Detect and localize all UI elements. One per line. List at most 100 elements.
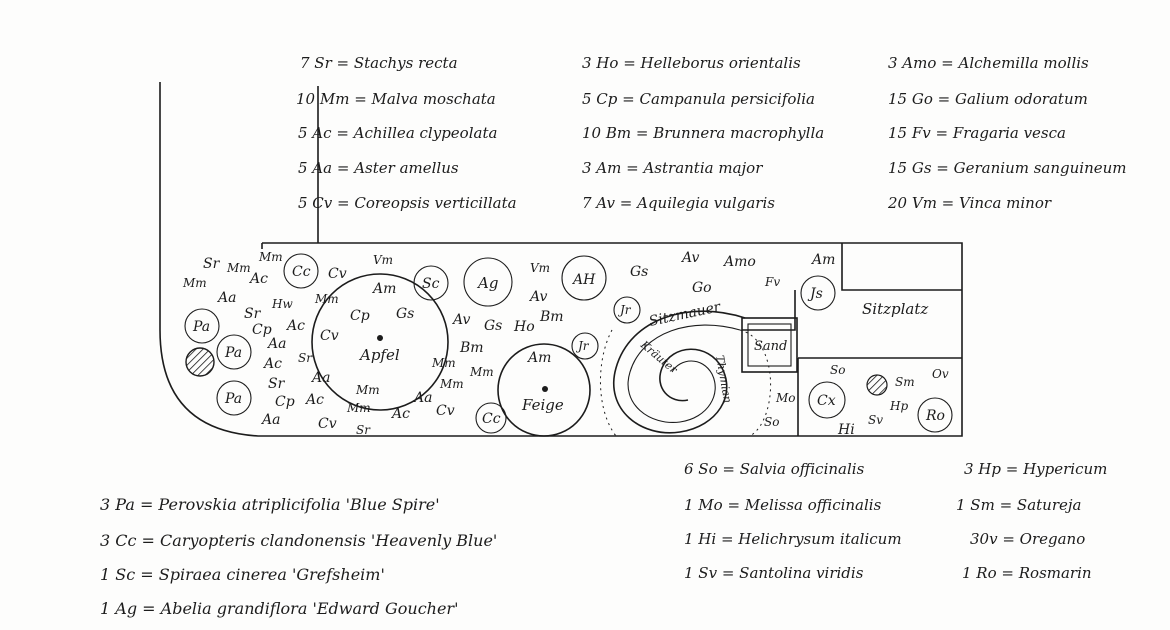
legend-av: 7 Av = Aquilegia vulgaris — [582, 194, 775, 212]
perennial-label: Am — [810, 252, 835, 268]
shrubs: Pa Pa Pa Cc Cc Sc Ag AH Jr Jr Js Cx Ro — [184, 253, 953, 434]
perennial-label: Am — [526, 350, 551, 366]
perennial-label: So — [830, 363, 845, 377]
shrub-jr-1-label: Jr — [617, 303, 632, 317]
perennial-label: Mm — [439, 377, 464, 391]
shrub-pa-3-label: Pa — [224, 391, 242, 407]
legend-mo: 1 Mo = Melissa officinalis — [684, 496, 882, 514]
fig-tree-crown — [497, 343, 591, 437]
shrub-ah — [561, 255, 607, 301]
perennial-label: Gs — [484, 318, 502, 334]
perennial-label: So — [764, 415, 779, 429]
spiral-wall-inner — [627, 324, 741, 424]
legend-hi: 1 Hi = Helichrysum italicum — [684, 530, 902, 548]
shrub-cc-1-label: Cc — [292, 264, 311, 280]
shrub-cx — [808, 381, 846, 419]
perennial-label: Sr — [356, 423, 371, 437]
legend-ho: 3 Ho = Helleborus orientalis — [582, 54, 801, 72]
thymian-label: Thymian — [713, 354, 734, 404]
perennial-label: Vm — [530, 261, 550, 275]
legend-amo: 3 Amo = Alchemilla mollis — [888, 54, 1089, 72]
spiral-wall-outer — [613, 310, 746, 434]
shrub-cx-label: Cx — [817, 393, 836, 409]
legend-ov: 30v = Oregano — [970, 530, 1085, 548]
perennial-label: Ac — [390, 406, 410, 422]
legend-sc: 1 Sc = Spiraea cinerea 'Grefsheim' — [100, 565, 385, 584]
sitzplatz-label: Sitzplatz — [862, 300, 928, 318]
shrub-ag-label: Ag — [476, 274, 498, 292]
perennial-label: Sm — [895, 375, 915, 389]
sand-label: Sand — [754, 339, 787, 354]
spiral-dotted-path — [739, 329, 772, 437]
shrub-sc-label: Sc — [422, 276, 440, 292]
perennial-label: Ac — [248, 271, 268, 287]
perennial-label: Mm — [469, 365, 494, 379]
legend-mm: 10 Mm = Malva moschata — [296, 90, 496, 108]
legend-bottom-right: 6 So = Salvia officinalis 1 Mo = Melissa… — [684, 460, 1107, 582]
fig-tree-label: Feige — [521, 396, 564, 414]
shrub-jr-2 — [571, 332, 599, 360]
perennial-labels: Sr Mm Mm Mm Ac Aa Sr Hw Mm Cp Ac Aa Ac S… — [182, 250, 949, 438]
perennial-label: Fv — [764, 275, 780, 289]
perennial-label: Aa — [310, 370, 330, 386]
perennial-label: Sr — [268, 376, 286, 392]
perennial-label: Cp — [275, 394, 295, 410]
perennial-label: Av — [680, 250, 700, 266]
perennial-label: Cv — [436, 403, 455, 419]
perennial-label: Cv — [318, 416, 337, 432]
perennial-label: Mm — [182, 276, 207, 290]
perennial-label: Aa — [266, 336, 286, 352]
perennial-label: Ov — [932, 367, 949, 381]
trees: Apfel Feige — [311, 273, 591, 437]
shrub-ah-label: AH — [571, 272, 596, 288]
perennial-label: Vm — [373, 253, 393, 267]
shrub-cc-2-label: Cc — [482, 411, 501, 427]
shrub-js — [800, 275, 836, 311]
perennial-label: Aa — [216, 290, 236, 306]
perennial-label: Sr — [203, 256, 221, 272]
legend-hp: 3 Hp = Hypericum — [964, 460, 1107, 478]
shrub-jr-1 — [613, 296, 641, 324]
perennial-label: Ac — [285, 318, 305, 334]
perennial-label: Cv — [320, 328, 339, 344]
perennial-label: Cp — [350, 308, 370, 324]
hatched-existing-plant — [185, 347, 215, 377]
legend-ro: 1 Ro = Rosmarin — [962, 564, 1092, 582]
legend-fv: 15 Fv = Fragaria vesca — [888, 124, 1066, 142]
perennial-label: Ac — [262, 356, 282, 372]
perennial-label: Mm — [431, 356, 456, 370]
perennial-label: Sr — [244, 306, 262, 322]
perennial-label: Hi — [837, 422, 855, 438]
perennial-label: Aa — [260, 412, 280, 428]
legend-pa: 3 Pa = Perovskia atriplicifolia 'Blue Sp… — [100, 495, 440, 514]
perennial-label: Gs — [396, 306, 414, 322]
shrub-jr-2-label: Jr — [575, 339, 590, 353]
legend-bottom-left: 3 Pa = Perovskia atriplicifolia 'Blue Sp… — [100, 495, 497, 618]
sandbox-inner — [747, 323, 792, 367]
shrub-ro — [917, 397, 953, 433]
hatched-herb-plant — [866, 374, 888, 396]
legend-cp: 5 Cp = Campanula persicifolia — [582, 90, 815, 108]
perennial-label: Bm — [459, 340, 484, 356]
shrub-pa-1-label: Pa — [192, 319, 210, 335]
perennial-label: Mm — [258, 250, 283, 264]
legend-go: 15 Go = Galium odoratum — [888, 90, 1088, 108]
perennial-label: Am — [371, 281, 396, 297]
legend-sm: 1 Sm = Satureja — [956, 496, 1081, 514]
apple-tree-trunk — [377, 335, 383, 341]
perennial-label: Amo — [722, 254, 756, 270]
legend-am: 3 Am = Astrantia major — [582, 159, 763, 177]
perennial-label: Ac — [304, 392, 324, 408]
legend-top: 7 Sr = Stachys recta 10 Mm = Malva mosch… — [296, 54, 1127, 212]
perennial-label: Mm — [346, 401, 371, 415]
corner-bed-line — [841, 243, 962, 291]
shrub-cc-2 — [475, 402, 507, 434]
perennial-label: Mo — [775, 391, 796, 405]
perennial-label: Av — [528, 289, 548, 305]
legend-bm: 10 Bm = Brunnera macrophylla — [582, 124, 824, 142]
kraeuter-label: Kräuter — [637, 338, 680, 377]
legend-ac: 5 Ac = Achillea clypeolata — [298, 124, 497, 142]
shrub-pa-3 — [216, 380, 252, 416]
